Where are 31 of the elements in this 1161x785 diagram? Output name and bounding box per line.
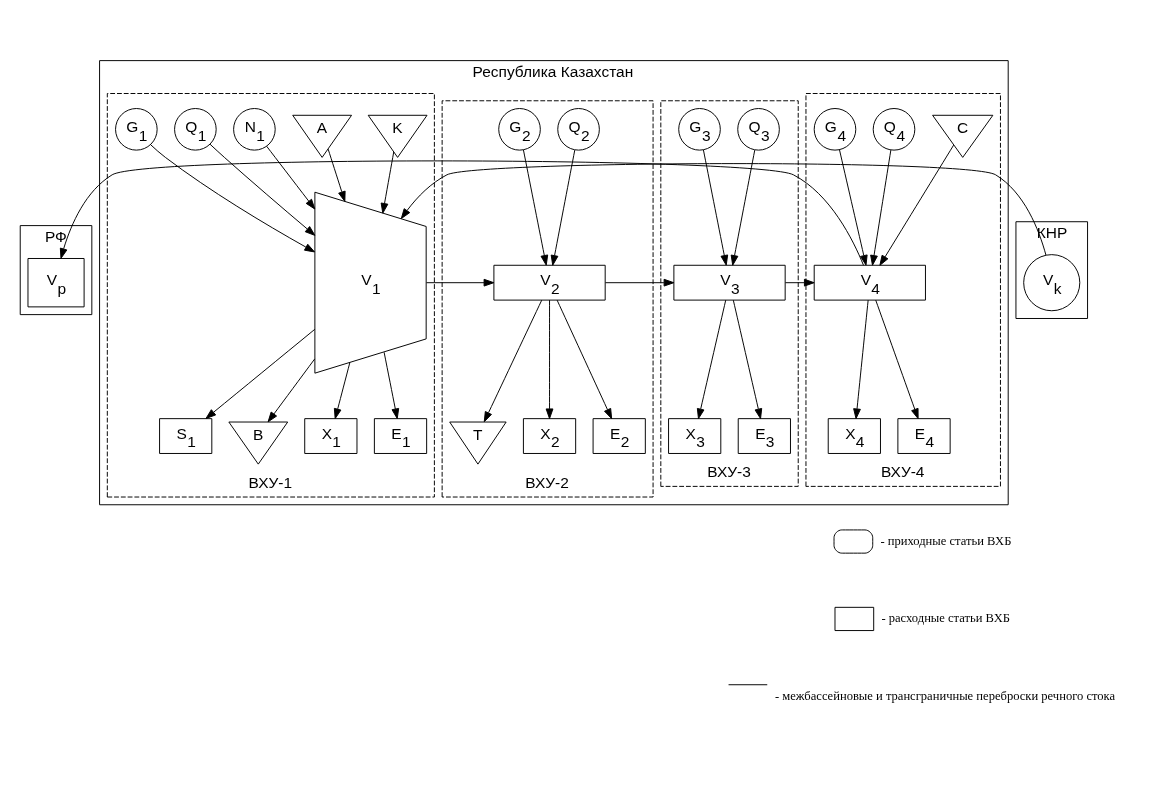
arrow: [267, 357, 316, 422]
arrow: [839, 148, 868, 266]
arrow: [150, 143, 316, 252]
arrow: [732, 299, 763, 419]
arrow: [425, 278, 495, 287]
arrow: [556, 299, 613, 419]
arrow: [870, 149, 892, 266]
arrow: [784, 278, 815, 287]
arrow: [604, 278, 675, 287]
arrow: [522, 148, 549, 266]
arrow: [209, 143, 316, 236]
legend-label: - расходные статьи ВХБ: [881, 610, 1010, 625]
arrow: [380, 151, 395, 214]
arrow: [205, 328, 316, 419]
arrow: [59, 159, 864, 266]
arrow: [853, 299, 869, 419]
arrow: [702, 148, 729, 266]
arrow: [266, 145, 316, 209]
arrow: [550, 149, 576, 266]
arrow: [383, 351, 400, 419]
arrow: [483, 299, 543, 422]
arrow: [696, 299, 727, 419]
arrow: [879, 144, 955, 266]
legend-label: - межбассейновые и трансграничные переброски речного стока: [775, 688, 1116, 703]
arrow: [545, 299, 554, 419]
arrow: [875, 299, 919, 419]
arrow: [730, 149, 756, 266]
arrow: [327, 148, 346, 202]
arrow: [400, 162, 1047, 256]
arrow: [333, 361, 351, 419]
legend-label: - приходные статьи ВХБ: [880, 533, 1012, 548]
